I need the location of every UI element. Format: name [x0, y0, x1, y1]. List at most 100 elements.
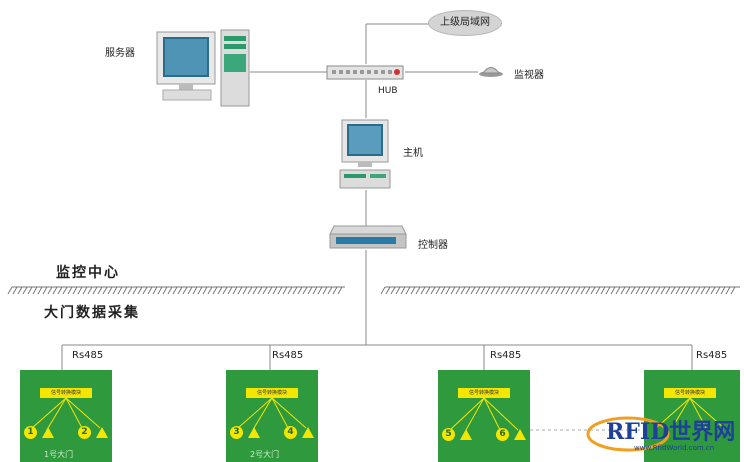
hatch-tick — [630, 286, 636, 295]
hatch-tick — [605, 286, 611, 295]
hatch-tick — [337, 286, 343, 295]
hatch-tick — [252, 286, 258, 295]
hatch-tick — [87, 286, 93, 295]
rs485-label-3: Rs485 — [490, 350, 522, 361]
hatch-tick — [410, 286, 416, 295]
hatch-tick — [685, 286, 691, 295]
module-title-4: 信号转换模块 — [664, 388, 716, 398]
hatch-tick — [495, 286, 501, 295]
hatch-tick — [112, 286, 118, 295]
hatch-tick — [262, 286, 268, 295]
hatch-tick — [535, 286, 541, 295]
hatch-tick — [585, 286, 591, 295]
hatch-tick — [490, 286, 496, 295]
logo-sub-text: www.RfidWorld.com.cn — [634, 444, 715, 452]
hatch-tick — [680, 286, 686, 295]
hatch-tick — [307, 286, 313, 295]
hatch-tick — [287, 286, 293, 295]
hatch-tick — [312, 286, 318, 295]
module-wiring-3 — [449, 397, 519, 431]
monitor-camera-icon — [479, 67, 503, 77]
hatch-tick — [665, 286, 671, 295]
hatch-tick — [550, 286, 556, 295]
hatch-tick — [82, 286, 88, 295]
hatch-tick — [510, 286, 516, 295]
hatch-tick — [322, 286, 328, 295]
hatch-tick — [52, 286, 58, 295]
hatch-tick — [122, 286, 128, 295]
hatch-tick — [297, 286, 303, 295]
hatch-tick — [625, 286, 631, 295]
module-bottom-label-2: 2号大门 — [250, 450, 280, 459]
hatch-tick — [445, 286, 451, 295]
hatch-tick — [530, 286, 536, 295]
hatch-tick — [450, 286, 456, 295]
server-icon — [156, 29, 250, 107]
hatch-tick — [227, 286, 233, 295]
hatch-tick — [640, 286, 646, 295]
hatch-tick — [97, 286, 103, 295]
hatch-tick — [32, 286, 38, 295]
signal-module-2: 信号转换模块 3 4 2号大门 — [226, 370, 318, 462]
hatch-tick — [675, 286, 681, 295]
hatch-tick — [177, 286, 183, 295]
hatch-tick — [475, 286, 481, 295]
hatch-tick — [595, 286, 601, 295]
hatch-tick — [615, 286, 621, 295]
hatch-tick — [465, 286, 471, 295]
hatch-tick — [645, 286, 651, 295]
hatch-tick — [222, 286, 228, 295]
hatch-tick — [192, 286, 198, 295]
antenna-icon — [42, 427, 54, 438]
antenna-icon — [514, 429, 526, 440]
hatch-tick — [77, 286, 83, 295]
hatch-tick — [167, 286, 173, 295]
hatch-tick — [590, 286, 596, 295]
hatch-tick — [217, 286, 223, 295]
hatch-tick — [277, 286, 283, 295]
logo-swoosh-icon — [586, 416, 670, 452]
hatch-tick — [47, 286, 53, 295]
antenna-icon — [248, 427, 260, 438]
monitoring-center-title: 监控中心 — [56, 265, 120, 281]
hatch-tick — [425, 286, 431, 295]
module-title-2: 信号转换模块 — [246, 388, 298, 398]
hatch-tick — [610, 286, 616, 295]
hatch-tick — [172, 286, 178, 295]
hatch-tick — [580, 286, 586, 295]
rs485-label-4: Rs485 — [696, 350, 728, 361]
hatch-tick — [570, 286, 576, 295]
hatch-tick — [232, 286, 238, 295]
hatch-tick — [520, 286, 526, 295]
hatch-tick — [292, 286, 298, 295]
module-title-1: 信号转换模块 — [40, 388, 92, 398]
antenna-icon — [302, 427, 314, 438]
hatch-tick — [460, 286, 466, 295]
reader-5: 5 — [442, 428, 455, 441]
hatch-tick — [142, 286, 148, 295]
hatch-tick — [147, 286, 153, 295]
hatch-tick — [430, 286, 436, 295]
hatch-tick — [705, 286, 711, 295]
hatch-tick — [212, 286, 218, 295]
hatch-tick — [207, 286, 213, 295]
antenna-icon — [96, 427, 108, 438]
hatch-tick — [102, 286, 108, 295]
module-wiring-4 — [655, 397, 725, 429]
hatch-tick — [600, 286, 606, 295]
hatch-tick — [22, 286, 28, 295]
hatch-tick — [545, 286, 551, 295]
hatch-tick — [555, 286, 561, 295]
hatch-tick — [152, 286, 158, 295]
signal-module-1: 信号转换模块 1 2 1号大门 — [20, 370, 112, 462]
hatch-tick — [695, 286, 701, 295]
hatch-tick — [440, 286, 446, 295]
hatch-tick — [162, 286, 168, 295]
hatch-tick — [137, 286, 143, 295]
reader-1: 1 — [24, 426, 37, 439]
rs485-label-1: Rs485 — [72, 350, 104, 361]
hatch-tick — [470, 286, 476, 295]
signal-module-3: 信号转换模块 5 6 — [438, 370, 530, 462]
hatch-tick — [92, 286, 98, 295]
